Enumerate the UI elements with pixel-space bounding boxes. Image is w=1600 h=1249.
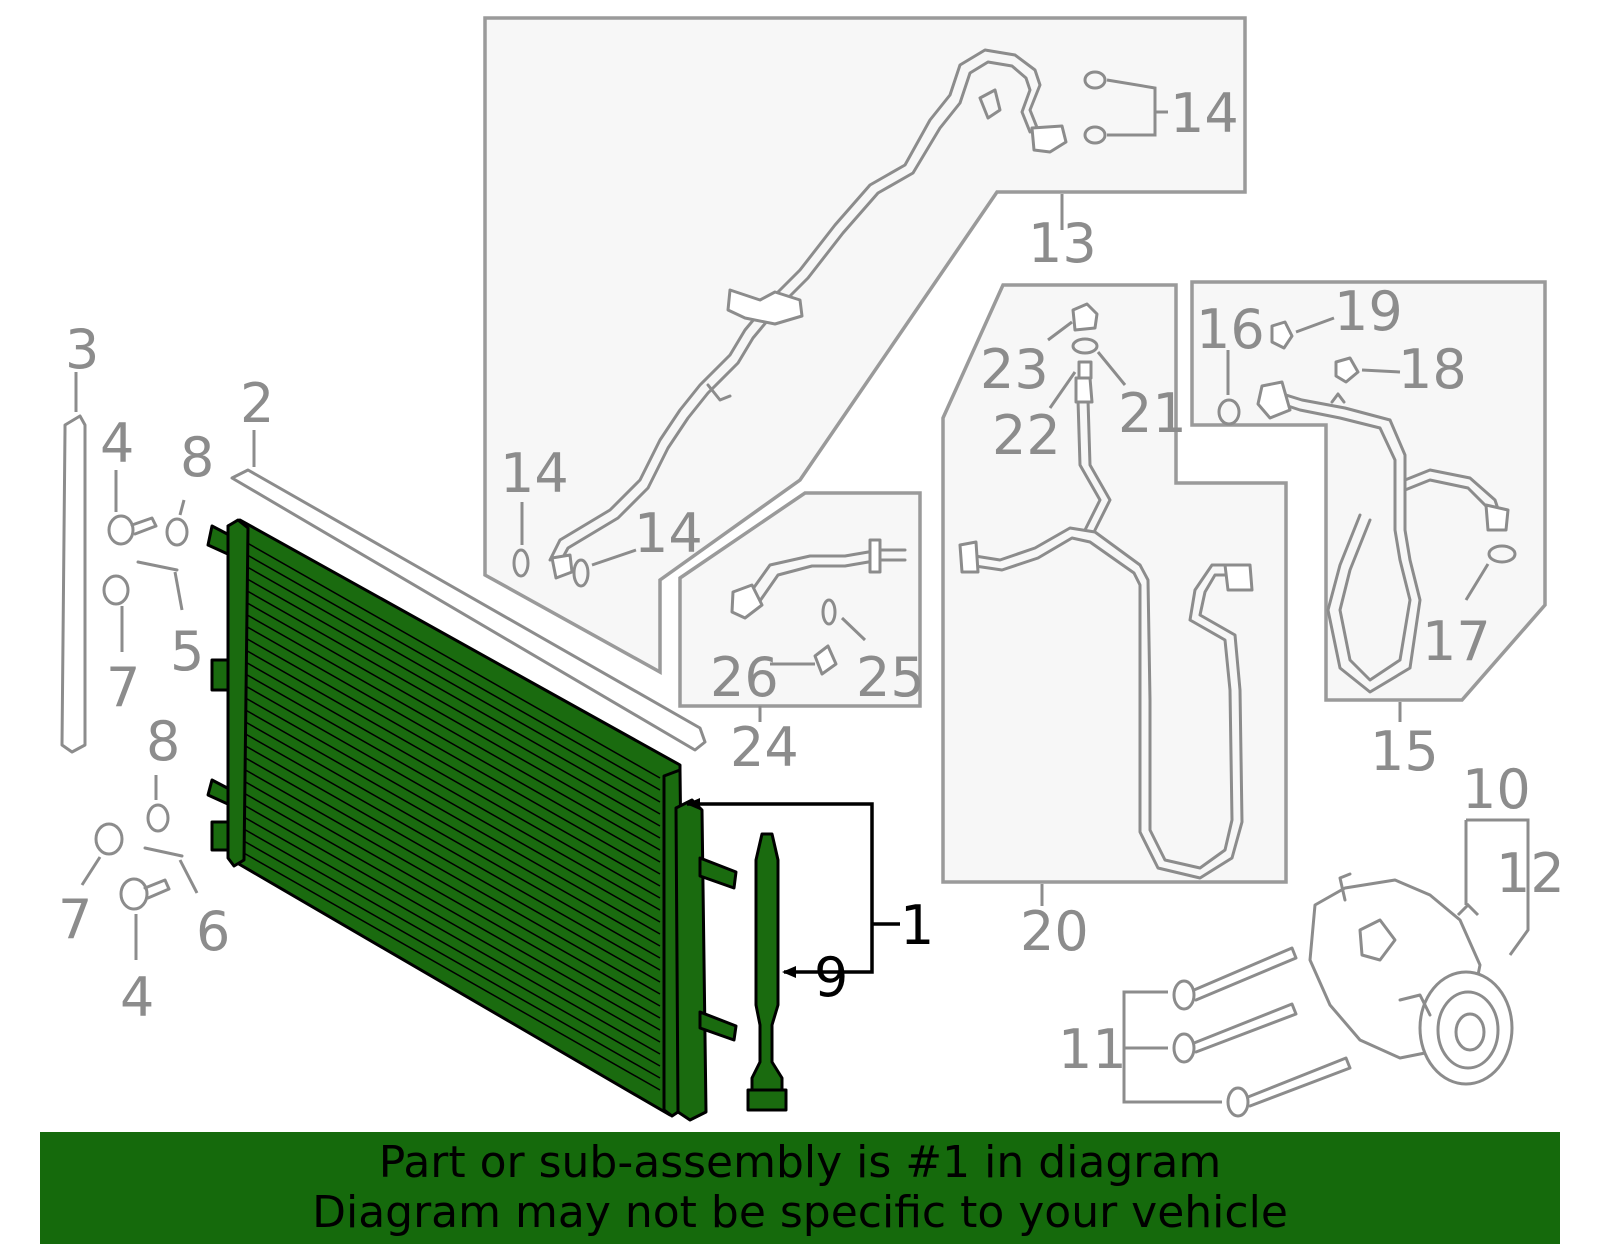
callout-16: 16 <box>1196 298 1265 361</box>
bolt-4b <box>119 877 171 911</box>
ac-condenser-1 <box>206 518 738 1122</box>
bolt-11a <box>1172 946 1298 1011</box>
callout-3: 3 <box>65 318 99 381</box>
callout-4b: 4 <box>120 966 154 1029</box>
ac-line-20 <box>958 376 1254 880</box>
callout-11: 11 <box>1058 1018 1127 1081</box>
banner-line-2: Diagram may not be specific to your vehi… <box>312 1187 1288 1238</box>
callout-14b: 14 <box>500 442 569 505</box>
callout-5: 5 <box>170 620 204 683</box>
ac-hose-24 <box>730 538 907 620</box>
valve-25 <box>821 598 837 626</box>
seal-21 <box>1071 337 1099 355</box>
callout-21: 21 <box>1118 382 1187 445</box>
group-box-20 <box>941 283 1288 884</box>
callout-24: 24 <box>730 716 799 779</box>
ac-hose-15 <box>1256 380 1510 694</box>
cap-18 <box>1334 356 1360 384</box>
o-ring-14a <box>1083 70 1107 90</box>
callout-13: 13 <box>1028 212 1097 275</box>
ac-line-13 <box>548 48 1068 580</box>
callout-7b: 7 <box>58 888 92 951</box>
callout-2: 2 <box>240 372 274 435</box>
ac-compressor-10 <box>1308 872 1514 1086</box>
group-box-24 <box>678 491 922 708</box>
callout-7a: 7 <box>106 656 140 719</box>
callout-14c: 14 <box>634 502 703 565</box>
cap-23 <box>1071 302 1099 332</box>
callout-23: 23 <box>980 338 1049 401</box>
nut-7b <box>94 822 124 856</box>
callout-4a: 4 <box>100 412 134 475</box>
pin-6 <box>143 846 184 858</box>
callout-12: 12 <box>1496 842 1565 905</box>
banner-line-1: Part or sub-assembly is #1 in diagram <box>378 1137 1222 1188</box>
info-banner: Part or sub-assembly is #1 in diagram Di… <box>40 1132 1560 1244</box>
callout-1: 1 <box>900 894 934 957</box>
callout-18: 18 <box>1398 338 1467 401</box>
callout-17: 17 <box>1422 610 1491 673</box>
callout-10: 10 <box>1462 758 1531 821</box>
callout-15: 15 <box>1370 720 1439 783</box>
condenser-fins <box>241 539 661 1091</box>
seal-2 <box>230 468 707 752</box>
pin-5 <box>136 560 179 572</box>
callout-14a: 14 <box>1170 82 1239 145</box>
bolt-11b <box>1172 1002 1298 1064</box>
o-ring-14c <box>512 548 530 578</box>
o-ring-16 <box>1217 398 1241 426</box>
receiver-drier-9 <box>746 832 788 1112</box>
callout-25: 25 <box>856 646 925 709</box>
group-box-13 <box>483 16 1247 675</box>
seal-17 <box>1487 544 1517 564</box>
callout-9: 9 <box>814 946 848 1009</box>
callout-20: 20 <box>1020 900 1089 963</box>
valve-22 <box>1077 360 1093 380</box>
seal-8b <box>146 803 170 833</box>
o-ring-14d <box>572 558 590 588</box>
valve-19 <box>1270 320 1294 350</box>
bolt-11c <box>1226 1056 1352 1118</box>
callout-8b: 8 <box>146 710 180 773</box>
seal-3 <box>60 414 87 754</box>
o-ring-14b <box>1083 125 1107 145</box>
callout-8a: 8 <box>180 426 214 489</box>
callout-6: 6 <box>196 900 230 963</box>
seal-8a <box>165 517 189 547</box>
valve-core-26 <box>813 644 838 676</box>
callout-22: 22 <box>992 404 1061 467</box>
callout-19: 19 <box>1334 280 1403 343</box>
callout-26: 26 <box>710 646 779 709</box>
nut-7a <box>102 574 130 606</box>
bolt-4a <box>107 514 158 546</box>
